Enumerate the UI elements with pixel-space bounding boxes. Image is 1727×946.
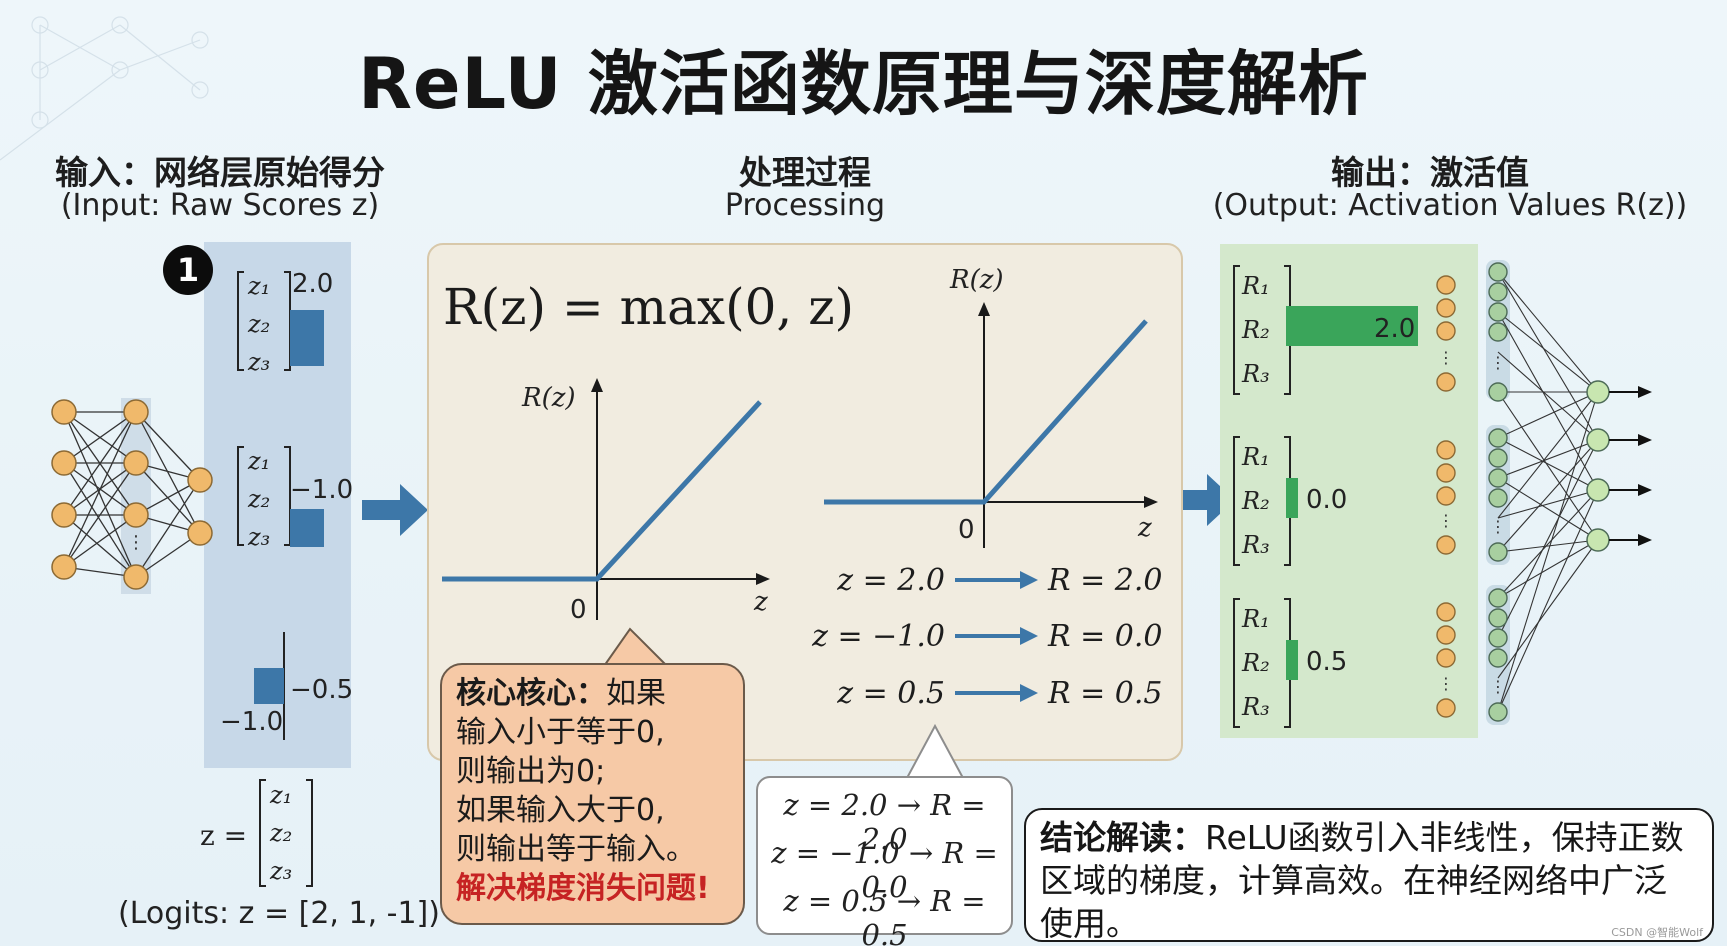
core-note-label: 核心核心： xyxy=(456,676,606,711)
svg-text:⋮: ⋮ xyxy=(1438,348,1454,367)
mapping-line-1: z = 2.0 → R = 2.0 xyxy=(783,788,986,856)
example-output-1: R = 2.0 xyxy=(1047,563,1163,598)
output-v2-r2: R₂ xyxy=(1241,487,1270,515)
relu-plot-right: R(z) z 0 xyxy=(824,265,1158,548)
output-v2-r1: R₁ xyxy=(1241,443,1270,471)
input-vector2-z3-label: z₃ xyxy=(247,523,270,551)
output-v3-r2: R₂ xyxy=(1241,649,1270,677)
processing-subheading: Processing xyxy=(724,188,886,223)
output-v2-r3: R₃ xyxy=(1241,531,1270,559)
core-note-bubble: 核心核心：如果 输入小于等于0, 则输出为0; 如果输入大于0, 则输出等于输入… xyxy=(440,663,745,925)
example-input-1: z = 2.0 xyxy=(836,563,945,598)
watermark: CSDN @智能Wolf xyxy=(1611,926,1703,939)
input-bar-2 xyxy=(290,509,324,547)
logits-z2: z₂ xyxy=(269,819,292,847)
example-arrows xyxy=(955,571,1038,702)
step-number-badge: 1 xyxy=(163,245,213,295)
left-plot-ylabel: R(z) xyxy=(521,383,576,413)
conclusion-text: ReLU函数引入非线性，保持正数区域的梯度，计算高效。在神经网络中广泛使用。 xyxy=(1040,818,1684,943)
logits-vector: z = z₁ z₂ z₃ xyxy=(200,779,313,887)
example-output-3: R = 0.5 xyxy=(1047,676,1163,711)
core-note-line-3: 则输出为0; xyxy=(456,754,606,789)
input-vectors: z₁ z₂ z₃ z₁ z₂ z₃ 2.0 −1.0 −0.5 −1.0 xyxy=(220,269,353,740)
example-input-3: z = 0.5 xyxy=(836,676,945,711)
input-value-3: −0.5 xyxy=(290,675,353,705)
core-bubble-pointer xyxy=(601,627,671,670)
output-neural-network-icon: ⋮ ⋮ ⋮ ⋮ ⋮ ⋮ xyxy=(1436,260,1652,725)
svg-text:⋮: ⋮ xyxy=(1490,677,1506,696)
input-value-1: 2.0 xyxy=(292,269,333,299)
input-vector1-z2-label: z₂ xyxy=(247,310,270,338)
core-note-line-5: 则输出等于输入。 xyxy=(456,832,696,867)
conclusion-box: 结论解读：ReLU函数引入非线性，保持正数区域的梯度，计算高效。在神经网络中广泛… xyxy=(1024,808,1714,943)
svg-text:⋮: ⋮ xyxy=(1490,353,1506,372)
output-value-3: 0.5 xyxy=(1306,647,1347,677)
core-note-line-1: 如果 xyxy=(606,676,666,711)
output-v1-r2: R₂ xyxy=(1241,316,1270,344)
logits-formula-lhs: z = xyxy=(200,819,247,852)
input-vector2-z1-label: z₁ xyxy=(247,447,270,475)
processing-examples: z = 2.0 z = −1.0 z = 0.5 R = 2.0 R = 0.0… xyxy=(811,563,1163,711)
output-v1-r1: R₁ xyxy=(1241,272,1270,300)
mapping-line-2: z = −1.0 → R = 0.0 xyxy=(771,836,998,904)
flow-arrow-right-icon xyxy=(362,484,428,536)
input-bar-axis-label: −1.0 xyxy=(220,707,283,737)
output-subheading: (Output: Activation Values R(z)) xyxy=(1212,188,1688,223)
svg-text:⋮: ⋮ xyxy=(1438,674,1454,693)
svg-text:⋮: ⋮ xyxy=(1438,511,1454,530)
relu-plot-left: R(z) z 0 xyxy=(442,378,770,625)
input-heading: 输入：网络层原始得分 xyxy=(55,153,385,192)
mapping-bubble-pointer xyxy=(906,723,964,779)
left-plot-xlabel: z xyxy=(753,587,768,617)
core-note-line-2: 输入小于等于0, xyxy=(456,715,665,750)
output-bar-2 xyxy=(1286,478,1298,518)
input-vector1-z1-label: z₁ xyxy=(247,272,270,300)
input-vector2-z2-label: z₂ xyxy=(247,485,270,513)
input-vector1-z3-label: z₃ xyxy=(247,348,270,376)
processing-heading: 处理过程 xyxy=(739,153,871,192)
input-neural-network-icon: ⋮ xyxy=(51,398,213,594)
output-value-2: 0.0 xyxy=(1306,485,1347,515)
svg-text:⋮: ⋮ xyxy=(127,532,145,553)
logits-z1: z₁ xyxy=(269,781,292,809)
core-note-highlight: 解决梯度消失问题! xyxy=(456,871,710,906)
output-v3-r3: R₃ xyxy=(1241,693,1270,721)
output-v1-r3: R₃ xyxy=(1241,360,1270,388)
conclusion-label: 结论解读： xyxy=(1040,818,1205,857)
input-bar-1 xyxy=(290,310,324,366)
input-value-2: −1.0 xyxy=(290,475,353,505)
output-v3-r1: R₁ xyxy=(1241,605,1270,633)
logits-z3: z₃ xyxy=(269,857,292,885)
output-value-1: 2.0 xyxy=(1374,314,1415,344)
example-output-2: R = 0.0 xyxy=(1047,619,1163,654)
input-subheading: (Input: Raw Scores z) xyxy=(60,188,380,223)
core-note-line-4: 如果输入大于0, xyxy=(456,793,665,828)
output-heading: 输出：激活值 xyxy=(1331,153,1529,192)
output-bar-3 xyxy=(1286,640,1298,680)
right-plot-ylabel: R(z) xyxy=(949,265,1004,295)
input-bar-3 xyxy=(254,668,284,704)
mapping-box: z = 2.0 → R = 2.0 z = −1.0 → R = 0.0 z =… xyxy=(756,776,1013,946)
relu-curve-right xyxy=(824,319,1148,505)
output-vectors: R₁ R₂ R₃ R₁ R₂ R₃ R₁ R₂ R₃ 2.0 0.0 0.5 xyxy=(1233,265,1418,728)
mapping-line-3: z = 0.5 → R = 0.5 xyxy=(783,884,986,946)
logits-note: (Logits: z = [2, 1, -1]) xyxy=(118,896,440,931)
left-plot-origin: 0 xyxy=(570,595,587,625)
svg-text:⋮: ⋮ xyxy=(1490,517,1506,536)
relu-formula: R(z) = max(0, z) xyxy=(443,278,855,336)
right-plot-origin: 0 xyxy=(958,515,975,545)
output-bar-1 xyxy=(1286,306,1418,346)
example-input-2: z = −1.0 xyxy=(811,619,945,654)
page-title: ReLU 激活函数原理与深度解析 xyxy=(358,43,1369,125)
right-plot-xlabel: z xyxy=(1137,513,1152,543)
relu-curve-left xyxy=(442,400,762,582)
